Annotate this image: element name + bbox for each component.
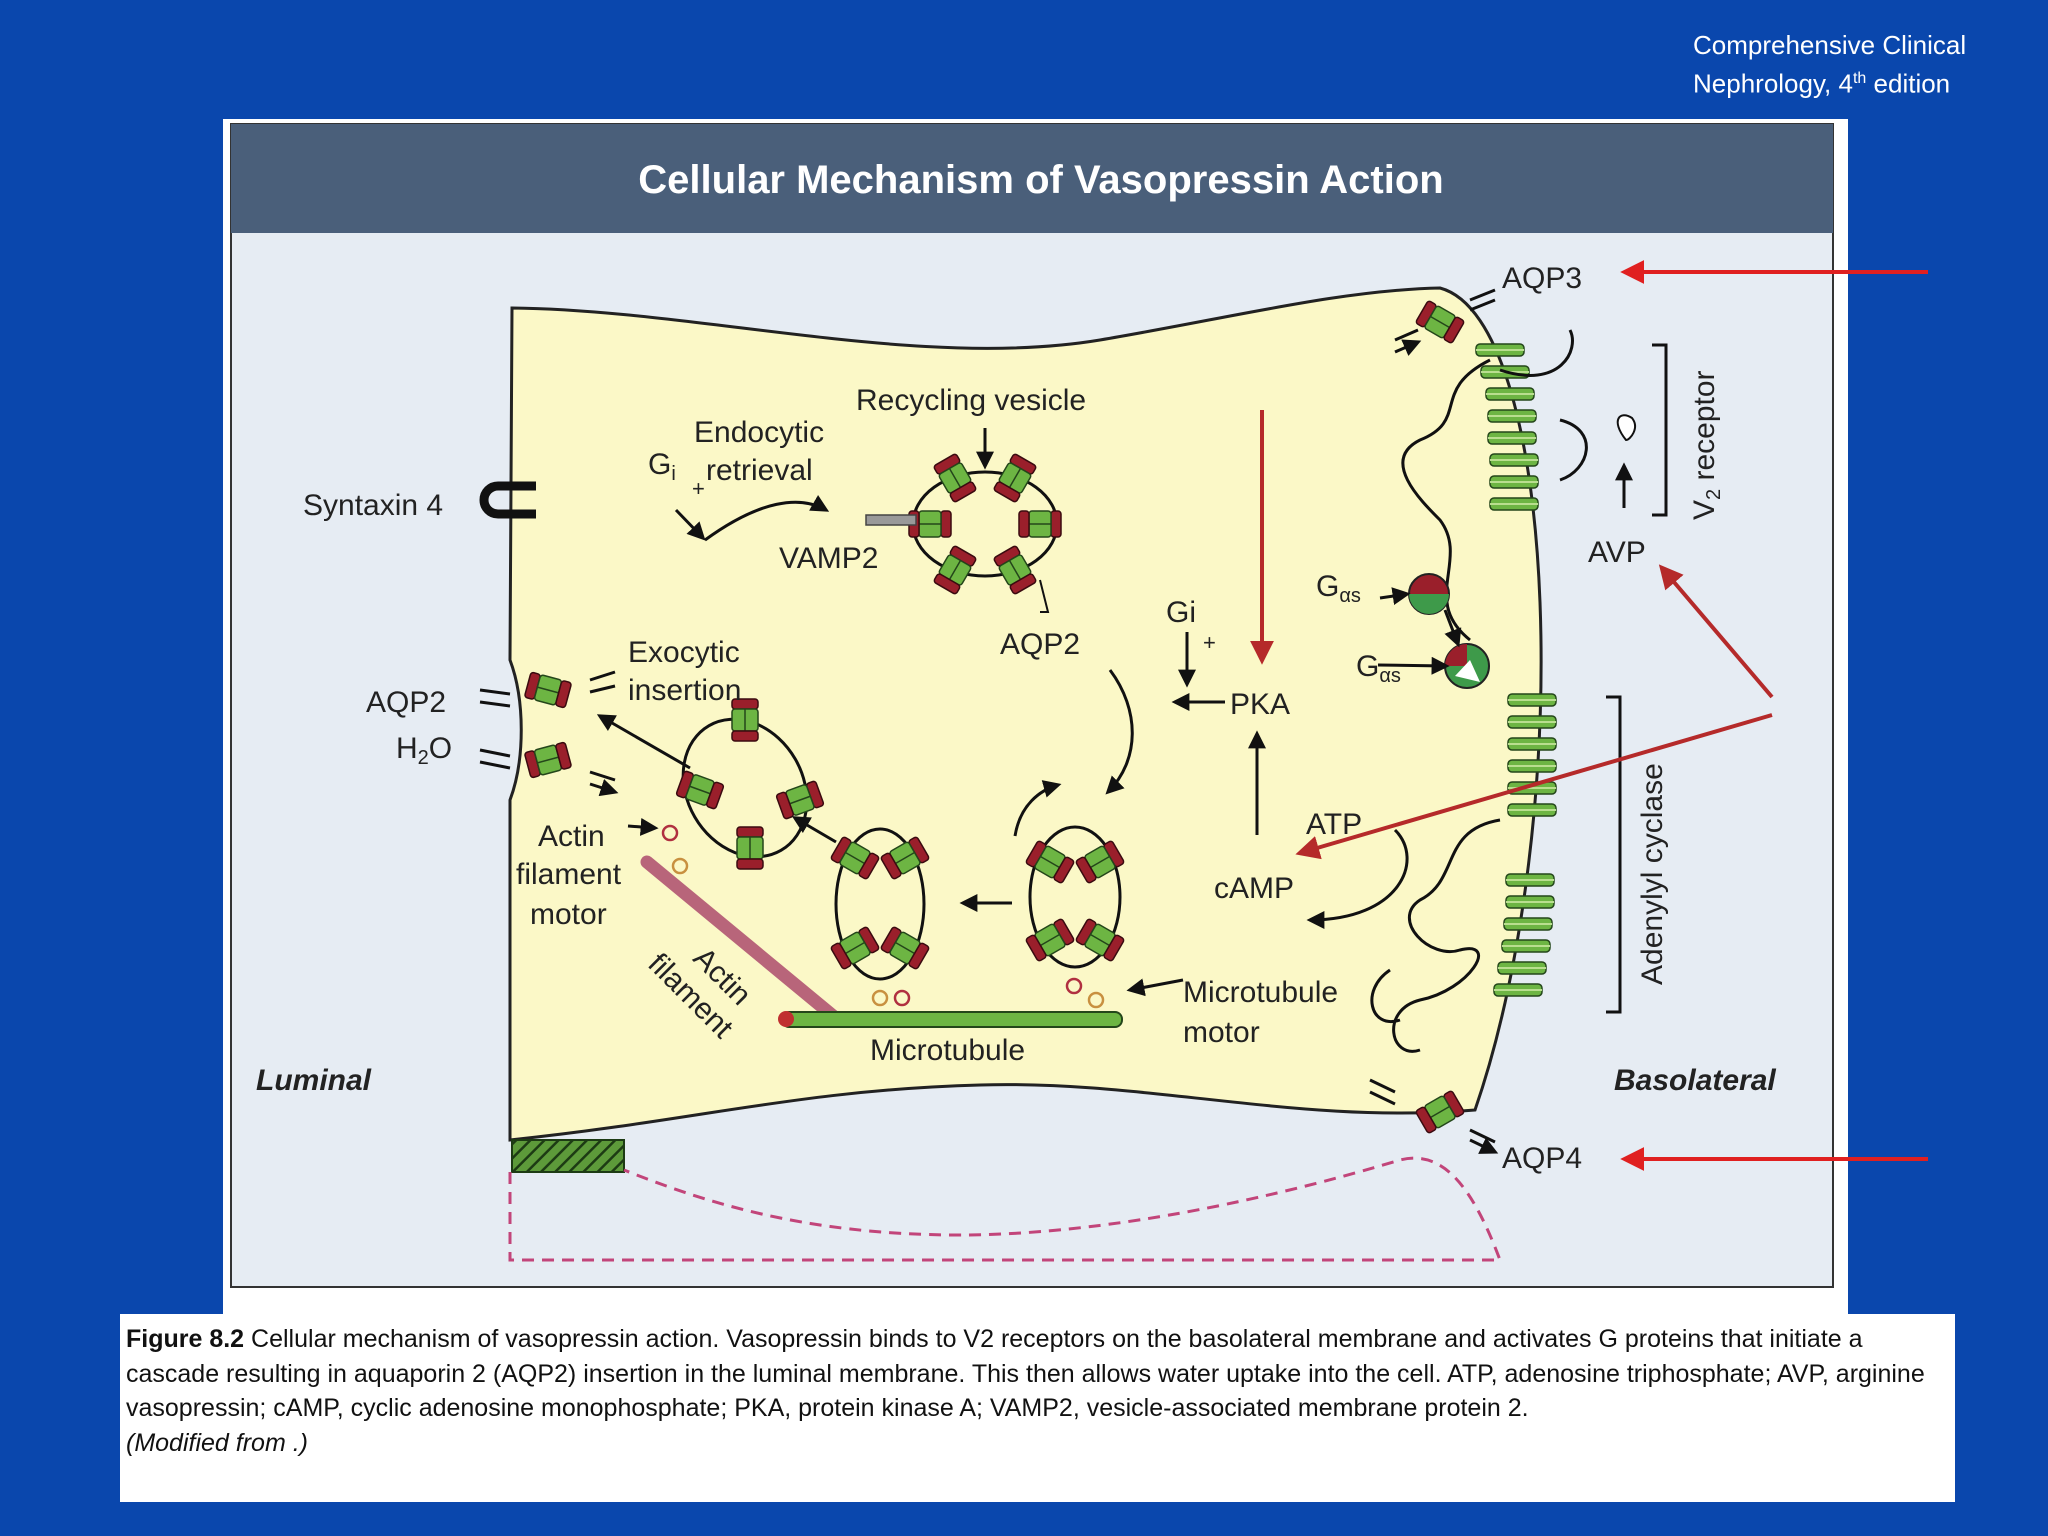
label-syntaxin-4: Syntaxin 4 <box>303 489 443 522</box>
label-mt-motor-1: Microtubule <box>1183 976 1338 1009</box>
caption-text: Cellular mechanism of vasopressin action… <box>126 1325 1925 1422</box>
label-avp: AVP <box>1588 536 1646 569</box>
microtubule <box>781 1011 1123 1028</box>
caption-label: Figure 8.2 <box>126 1325 245 1353</box>
label-actin-motor-2: filament <box>516 858 622 891</box>
label-gi-left: Gi <box>648 448 676 485</box>
gas-activation-arrow <box>1443 609 1462 648</box>
label-adenylyl-cyclase: Adenylyl cyclase <box>1636 763 1669 985</box>
label-aqp3: AQP3 <box>1502 262 1582 295</box>
receptor-loops <box>1401 329 1588 642</box>
g-alpha-s-protein-2 <box>1444 643 1490 689</box>
label-retrieval: retrieval <box>706 454 813 487</box>
aqp2-pointer <box>1039 579 1050 613</box>
label-gi-plus-left: + <box>692 476 705 501</box>
motor-circles <box>661 824 1105 1009</box>
label-recycling-vesicle: Recycling vesicle <box>856 384 1086 417</box>
label-endocytic: Endocytic <box>694 416 824 449</box>
label-luminal: Luminal <box>256 1064 372 1097</box>
label-actin-motor-1: Actin <box>538 820 605 853</box>
caption-note: (Modified from .) <box>126 1428 308 1457</box>
label-insertion: insertion <box>628 674 741 707</box>
g-alpha-s-protein-1 <box>1408 573 1450 615</box>
actin-filament <box>640 855 845 1027</box>
aqp4-water-arrows <box>1369 1078 1495 1152</box>
source-line-1: Comprehensive Clinical <box>1693 30 1967 60</box>
aqp3-water-arrows <box>1394 288 1496 352</box>
right-vesicle <box>1024 825 1126 969</box>
apical-water-arrows <box>479 670 615 792</box>
diagram-title: Cellular Mechanism of Vasopressin Action <box>638 158 1443 202</box>
label-vamp2: VAMP2 <box>779 542 878 575</box>
label-h2o: H2O <box>396 732 452 769</box>
label-mt-motor-2: motor <box>1183 1016 1260 1049</box>
source-citation: Comprehensive Clinical Nephrology, 4th e… <box>1693 28 1966 101</box>
exocytic-vesicle <box>675 698 825 870</box>
label-microtubule: Microtubule <box>870 1034 1025 1067</box>
figure-caption: Figure 8.2 Cellular mechanism of vasopre… <box>120 1314 1955 1502</box>
label-aqp4: AQP4 <box>1502 1142 1582 1175</box>
label-gi-plus-right: + <box>1203 630 1216 655</box>
label-gi-right: Gi <box>1166 596 1196 629</box>
v2-receptor-bracket <box>1652 343 1668 517</box>
label-actin-motor-3: motor <box>530 898 607 931</box>
middle-vesicle <box>829 827 931 981</box>
vamp2-bar <box>865 514 917 526</box>
adenylyl-cyclase-bracket <box>1606 695 1622 1014</box>
pathway-arrows <box>596 428 1633 997</box>
label-aqp2-left: AQP2 <box>366 686 446 719</box>
label-gas-2: Gαs <box>1356 650 1401 687</box>
label-gas-1: Gαs <box>1316 570 1361 607</box>
label-basolateral: Basolateral <box>1614 1064 1776 1097</box>
label-exocytic: Exocytic <box>628 636 740 669</box>
red-annotation-arrows <box>1250 260 1928 1171</box>
avp-molecule-icon <box>1616 414 1636 442</box>
source-line-2: Nephrology, 4th edition <box>1693 68 1951 99</box>
label-camp: cAMP <box>1214 872 1294 905</box>
microtubule-end <box>778 1011 794 1027</box>
paracellular-dashed-path <box>508 1156 1503 1262</box>
tight-junction <box>511 1139 625 1173</box>
cyclase-loops <box>1370 818 1501 1053</box>
label-pka: PKA <box>1230 688 1290 721</box>
label-v2-receptor: V2 receptor <box>1688 370 1725 520</box>
syntaxin-4-icon <box>479 481 536 519</box>
title-bar <box>231 124 1833 233</box>
label-aqp2-top: AQP2 <box>1000 628 1080 661</box>
